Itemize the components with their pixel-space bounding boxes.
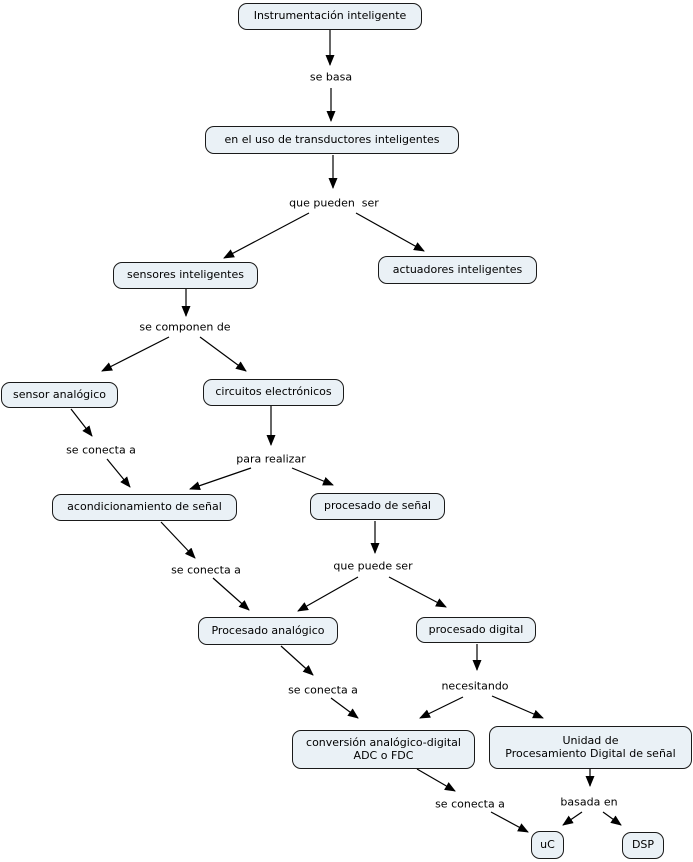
- arrow-se-componen-de-to-sensor-analogico: [101, 336, 170, 372]
- node-label: sensores inteligentes: [127, 268, 244, 282]
- arrow-basada-en-to-uc: [562, 811, 583, 826]
- arrow-se-conecta-a-2-to-procesado-analogico: [212, 577, 250, 611]
- arrow-que-puede-ser-to-procesado-digital: [388, 576, 447, 608]
- link-label-se-conecta-a-3[interactable]: se conecta a: [288, 683, 358, 697]
- arrow-basada-en-to-dsp: [602, 811, 622, 826]
- node-unidad-procesamiento-digital[interactable]: Unidad de Procesamiento Digital de señal: [489, 726, 692, 769]
- node-label-line2: ADC o FDC: [353, 748, 414, 762]
- arrow-que-pueden-ser-to-actuadores: [355, 212, 425, 252]
- arrow-para-realizar-to-acondicionamiento: [189, 467, 252, 490]
- arrow-se-conecta-a-1-to-acondicionamiento: [106, 458, 131, 488]
- arrow-se-conecta-a-4-to-uc: [490, 811, 529, 833]
- node-label-line2: Procesamiento Digital de señal: [505, 746, 676, 760]
- arrow-necesitando-to-conversion: [419, 696, 464, 719]
- arrow-necesitando-to-unidad: [491, 695, 544, 719]
- node-procesado-analogico[interactable]: Procesado analógico: [198, 617, 338, 645]
- node-procesado-de-senal[interactable]: procesado de señal: [310, 493, 445, 520]
- node-procesado-digital[interactable]: procesado digital: [416, 617, 536, 643]
- node-uc[interactable]: uC: [531, 831, 564, 859]
- node-dsp[interactable]: DSP: [622, 832, 664, 859]
- link-label-se-conecta-a-1[interactable]: se conecta a: [66, 443, 136, 457]
- node-sensor-analogico[interactable]: sensor analógico: [1, 382, 118, 408]
- node-label: Procesado analógico: [211, 623, 325, 637]
- node-label: DSP: [631, 838, 655, 852]
- arrow-que-pueden-ser-to-sensores: [223, 212, 310, 259]
- link-label-se-componen-de[interactable]: se componen de: [139, 320, 231, 334]
- node-label-line1: Unidad de: [562, 733, 619, 747]
- node-circuitos-electronicos[interactable]: circuitos electrónicos: [203, 379, 344, 406]
- link-label-para-realizar[interactable]: para realizar: [236, 452, 306, 466]
- node-label: actuadores inteligentes: [392, 262, 523, 276]
- node-conversion-analogico-digital[interactable]: conversión analógico-digital ADC o FDC: [292, 730, 475, 769]
- node-sensores-inteligentes[interactable]: sensores inteligentes: [113, 262, 258, 289]
- node-transductores-inteligentes[interactable]: en el uso de transductores inteligentes: [205, 126, 459, 154]
- node-label-line1: conversión analógico-digital: [306, 735, 461, 749]
- node-label: circuitos electrónicos: [215, 385, 332, 399]
- arrow-para-realizar-to-procesado-senal: [291, 467, 334, 486]
- arrow-conversion-to-se-conecta-a-4: [416, 768, 456, 792]
- node-instrumentacion-inteligente[interactable]: Instrumentación inteligente: [238, 3, 422, 30]
- link-label-que-puede-ser[interactable]: que puede ser: [333, 559, 413, 573]
- link-label-se-conecta-a-4[interactable]: se conecta a: [435, 797, 505, 811]
- node-label: uC: [540, 837, 555, 851]
- node-label: sensor analógico: [12, 387, 106, 401]
- arrow-se-componen-de-to-circuitos: [199, 336, 247, 372]
- arrow-acondicionamiento-to-se-conecta-a-2: [160, 521, 196, 559]
- link-label-basada-en[interactable]: basada en: [560, 795, 618, 809]
- arrow-se-conecta-a-3-to-conversion: [330, 697, 359, 719]
- arrow-procesado-analogico-to-se-conecta-a-3: [280, 645, 314, 676]
- node-label: en el uso de transductores inteligentes: [224, 132, 440, 146]
- link-label-se-basa[interactable]: se basa: [309, 70, 353, 84]
- node-label: procesado digital: [428, 622, 524, 636]
- link-label-que-pueden-ser[interactable]: que pueden ser: [289, 196, 379, 210]
- node-label: procesado de señal: [323, 499, 431, 513]
- node-actuadores-inteligentes[interactable]: actuadores inteligentes: [378, 256, 537, 284]
- arrow-que-puede-ser-to-procesado-analogico: [297, 576, 359, 612]
- link-label-se-conecta-a-2[interactable]: se conecta a: [171, 563, 241, 577]
- link-label-necesitando[interactable]: necesitando: [441, 679, 509, 693]
- node-label: Instrumentación inteligente: [253, 9, 407, 23]
- node-acondicionamiento-de-senal[interactable]: acondicionamiento de señal: [52, 494, 237, 521]
- node-label: acondicionamiento de señal: [67, 500, 222, 514]
- arrow-sensor-analogico-to-se-conecta-a-1: [70, 408, 93, 437]
